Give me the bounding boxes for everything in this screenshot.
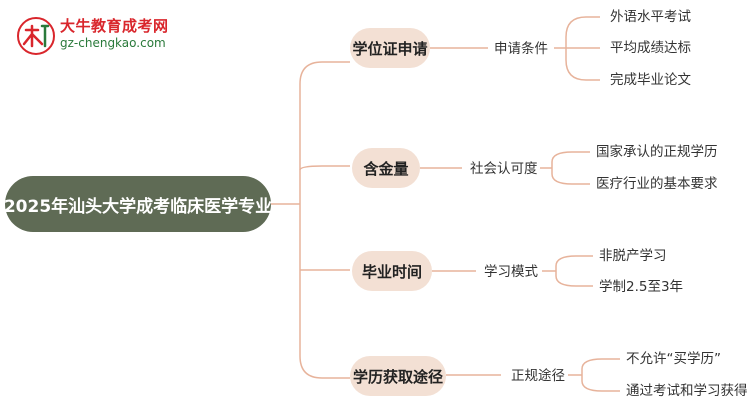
branch-diploma-route: 学历获取途径 (350, 356, 446, 396)
branch-graduation-time: 毕业时间 (352, 251, 432, 291)
mindmap-root: 2025年汕头大学成考临床医学专业 (4, 176, 272, 232)
logo-url: gz-chengkao.com (60, 36, 166, 50)
sub-social-recognition: 社会认可度 (470, 161, 538, 177)
leaf-duration: 学制2.5至3年 (599, 279, 684, 295)
leaf-average-grade: 平均成绩达标 (610, 40, 691, 56)
connector-b1-leaves (554, 16, 600, 81)
leaf-state-recognized: 国家承认的正规学历 (596, 144, 718, 160)
branch-value: 含金量 (352, 148, 420, 188)
leaf-thesis: 完成毕业论文 (610, 72, 691, 88)
leaf-part-time-study: 非脱产学习 (599, 248, 667, 264)
connector-trunk-b2 (299, 165, 350, 171)
leaf-exam-and-study: 通过考试和学习获得 (626, 383, 748, 399)
leaf-foreign-language-exam: 外语水平考试 (610, 9, 691, 25)
branch-degree-application: 学位证申请 (350, 28, 430, 68)
university-logo-icon (17, 17, 55, 55)
sub-formal-route: 正规途径 (511, 368, 565, 384)
logo: 大牛教育成考网 gz-chengkao.com (10, 12, 200, 60)
leaf-no-buying-diploma: 不允许“买学历” (626, 351, 721, 367)
connector-b4-leaves (568, 358, 620, 392)
sub-application-conditions: 申请条件 (494, 41, 548, 57)
connector-b2-leaves (540, 151, 590, 185)
sub-study-mode: 学习模式 (484, 264, 538, 280)
connector-b3-leaves (542, 255, 593, 287)
leaf-medical-requirement: 医疗行业的基本要求 (596, 176, 718, 192)
logo-title: 大牛教育成考网 (60, 17, 169, 35)
connector-trunk (299, 61, 323, 379)
